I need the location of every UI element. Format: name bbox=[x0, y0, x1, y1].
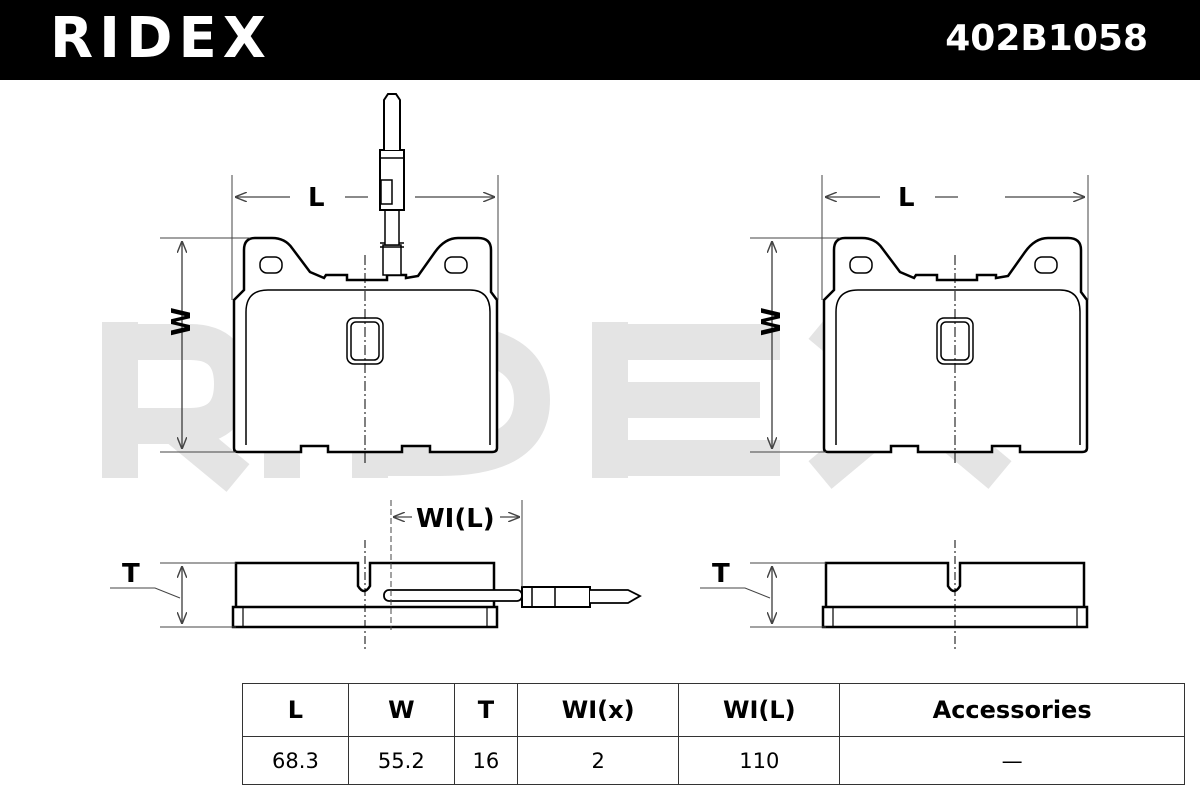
value-wi-x: 2 bbox=[516, 736, 680, 785]
dimension-label-w: W bbox=[167, 307, 197, 336]
table-row: 68.3 55.2 16 2 110 — bbox=[242, 736, 1185, 785]
dimension-label-l: L bbox=[308, 183, 325, 213]
value-accessories: — bbox=[839, 736, 1185, 785]
header-w: W bbox=[347, 683, 455, 737]
header-bar: RIDEX 402B1058 bbox=[0, 0, 1200, 80]
dimensions-table: L W T WI(x) WI(L) Accessories 68.3 55.2 … bbox=[242, 683, 1185, 785]
header-wi-x: WI(x) bbox=[516, 683, 680, 737]
dimension-label-w: W bbox=[757, 307, 787, 336]
header-l: L bbox=[242, 683, 349, 737]
dimension-label-t: T bbox=[712, 559, 730, 589]
value-wi-l: 110 bbox=[678, 736, 841, 785]
value-w: 55.2 bbox=[347, 736, 455, 785]
header-wi-l: WI(L) bbox=[678, 683, 841, 737]
table-header-row: L W T WI(x) WI(L) Accessories bbox=[242, 683, 1185, 737]
pad-front-view-with-sensor: L W T WI(L) bbox=[110, 93, 642, 650]
header-accessories: Accessories bbox=[839, 683, 1185, 737]
value-t: 16 bbox=[453, 736, 519, 785]
header-t: T bbox=[453, 683, 519, 737]
dimension-label-t: T bbox=[122, 559, 140, 589]
pad-front-view-plain: L W T bbox=[700, 175, 1088, 650]
value-l: 68.3 bbox=[242, 736, 349, 785]
dimension-label-l: L bbox=[898, 183, 915, 213]
dimension-label-wire-length: WI(L) bbox=[416, 504, 495, 534]
brand-logo: RIDEX bbox=[50, 6, 272, 71]
part-number: 402B1058 bbox=[945, 18, 1148, 59]
